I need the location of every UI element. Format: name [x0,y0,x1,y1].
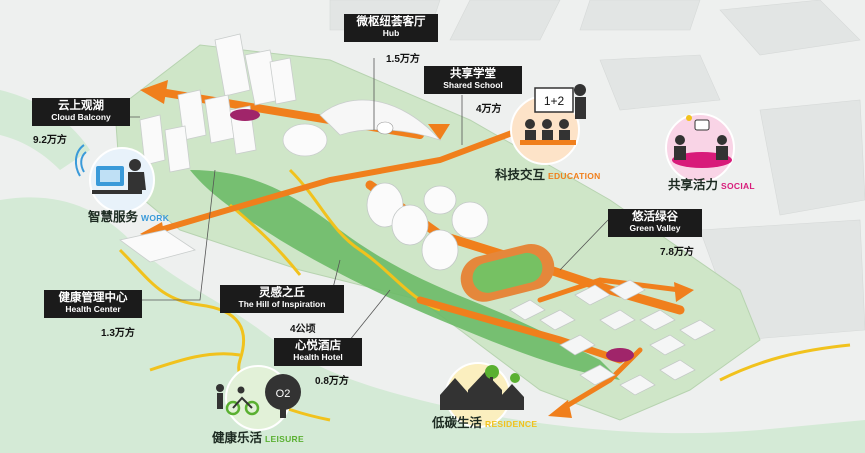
label-hub-en: Hub [382,28,400,39]
board-text: 1+2 [544,94,565,108]
houses-icon [440,362,524,428]
residential-blocks [509,279,716,396]
computer-worker-icon [74,144,155,213]
label-health-center: 健康管理中心 Health Center [44,290,142,318]
label-shared-school-zh: 共享学堂 [450,68,496,80]
cyclist-tree-icon: O2 [216,365,301,431]
label-hub-zh: 微枢纽荟客厅 [356,16,426,28]
label-health-hotel-zh: 心悦酒店 [295,340,341,352]
category-leisure-zh: 健康乐活 [212,431,263,445]
label-green-valley-en: Green Valley [629,223,681,234]
area-hub: 1.5万方 [386,54,420,65]
category-work-en: WORK [141,213,170,223]
classroom-icon: 1+2 [510,84,586,165]
label-hub: 微枢纽荟客厅 Hub [344,14,438,42]
label-health-hotel-en: Health Hotel [293,352,343,363]
area-hill-of-inspiration: 4公顷 [290,324,316,335]
category-social-en: SOCIAL [721,181,755,191]
label-health-hotel: 心悦酒店 Health Hotel [274,338,362,366]
tree-text: O2 [276,388,291,400]
area-health-center: 1.3万方 [101,328,135,339]
label-hill-en: The Hill of Inspiration [238,299,326,310]
meeting-table-icon [665,113,735,183]
label-health-center-zh: 健康管理中心 [58,292,128,304]
category-leisure-en: LEISURE [265,434,304,444]
label-hill-zh: 灵感之丘 [259,287,305,299]
label-cloud-balcony: 云上观湖 Cloud Balcony [32,98,130,126]
valley-pond [606,348,634,362]
category-social-zh: 共享活力 [668,178,719,192]
school-buildings [366,182,489,271]
category-residence-en: RESIDENCE [485,419,538,429]
hub-building [230,99,442,157]
category-education-en: EDUCATION [548,171,601,181]
label-green-valley: 悠活绿谷 Green Valley [608,209,702,237]
category-education-zh: 科技交互 [495,168,546,182]
label-cloud-balcony-zh: 云上观湖 [58,100,104,112]
health-center-building [119,229,196,263]
label-shared-school: 共享学堂 Shared School [424,66,522,94]
category-residence-zh: 低碳生活 [432,416,483,430]
label-shared-school-en: Shared School [443,80,503,91]
area-green-valley: 7.8万方 [660,247,694,258]
area-cloud-balcony: 9.2万方 [33,135,67,146]
label-cloud-balcony-en: Cloud Balcony [51,112,111,123]
label-hill-of-inspiration: 灵感之丘 The Hill of Inspiration [220,285,344,313]
area-health-hotel: 0.8万方 [315,376,349,387]
label-green-valley-zh: 悠活绿谷 [632,211,678,223]
area-shared-school: 4万方 [476,104,502,115]
label-health-center-en: Health Center [65,304,121,315]
category-work-zh: 智慧服务 [88,210,139,224]
running-track [460,243,555,302]
